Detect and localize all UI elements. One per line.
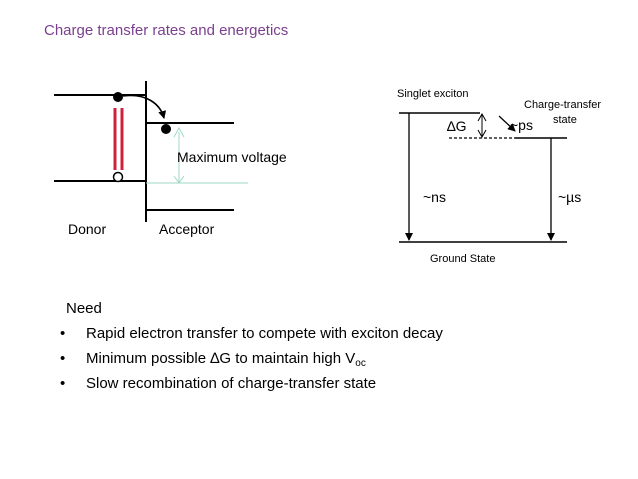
- acceptor-electron: [161, 124, 171, 134]
- voltage-arrow-head-bottom: [173, 175, 185, 184]
- donor-hole: [112, 171, 124, 183]
- voltage-arrow-head-top: [173, 126, 185, 138]
- requirements-heading: Need: [66, 300, 102, 317]
- charge-transfer-arrow: [498, 115, 516, 132]
- bullet-icon: •: [60, 375, 66, 392]
- list-item: • Minimum possible ∆G to maintain high V…: [60, 346, 443, 371]
- us-rate-label: ~µs: [558, 189, 582, 205]
- singlet-exciton-label: Singlet exciton: [397, 88, 469, 100]
- delta-g-arrow-head-top: [477, 112, 487, 122]
- list-item: • Rapid electron transfer to compete wit…: [60, 321, 443, 346]
- list-item-text: Rapid electron transfer to compete with …: [86, 325, 443, 342]
- delta-g-label: ∆G: [447, 118, 467, 134]
- ps-rate-label: ~ps: [510, 117, 533, 133]
- donor-acceptor-diagram: [54, 81, 248, 222]
- maximum-voltage-label: Maximum voltage: [177, 149, 287, 165]
- list-item-text: Minimum possible ∆G to maintain high Voc: [86, 350, 366, 369]
- list-item-text: Slow recombination of charge-transfer st…: [86, 375, 377, 392]
- list-item: • Slow recombination of charge-transfer …: [60, 371, 443, 396]
- electron-transfer-arrow: [122, 94, 167, 119]
- ns-rate-label: ~ns: [423, 189, 446, 205]
- list-item-text-main: Minimum possible ∆G to maintain high V: [86, 350, 356, 367]
- ct-state-label-line1: Charge-transfer: [524, 99, 602, 111]
- delta-g-arrow-head-bottom: [477, 129, 487, 139]
- donor-electron: [113, 92, 123, 102]
- state-energy-diagram: [399, 112, 567, 243]
- ct-state-label-line2: state: [553, 114, 577, 126]
- requirements-list: Need • Rapid electron transfer to compet…: [60, 296, 443, 396]
- slide-title: Charge transfer rates and energetics: [44, 22, 289, 39]
- ground-state-label: Ground State: [430, 253, 496, 265]
- donor-label: Donor: [68, 221, 107, 237]
- voc-subscript: oc: [355, 358, 366, 369]
- bullet-icon: •: [60, 350, 66, 367]
- bullet-icon: •: [60, 325, 66, 342]
- acceptor-label: Acceptor: [159, 221, 215, 237]
